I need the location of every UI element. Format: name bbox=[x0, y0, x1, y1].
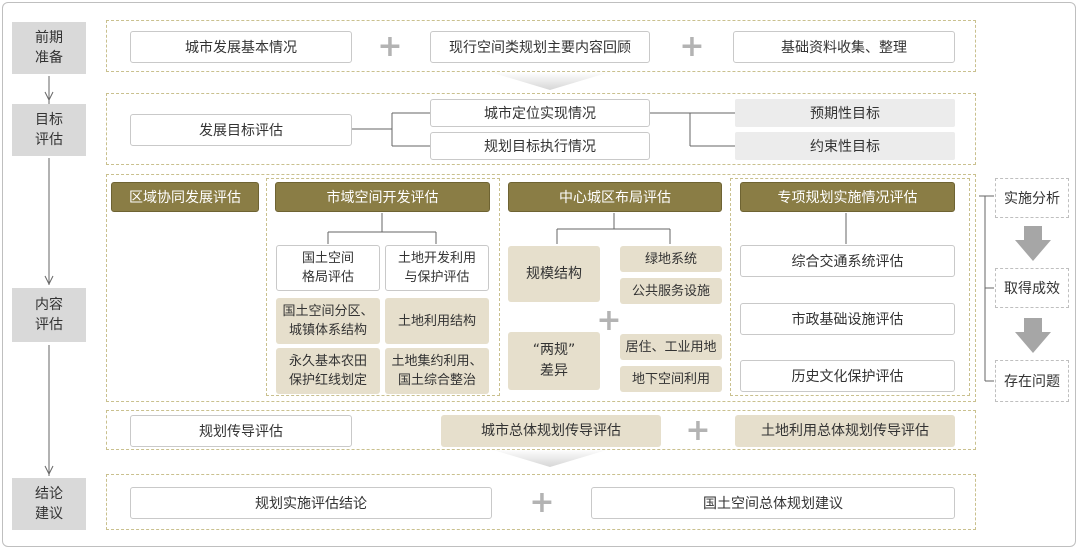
target-mid-positioning: 城市定位实现情况 bbox=[430, 99, 650, 127]
guide-land-plan: 土地利用总体规划传导评估 bbox=[735, 415, 955, 447]
col-special-header: 专项规划实施情况评估 bbox=[740, 182, 955, 212]
phase-target: 目标 评估 bbox=[12, 104, 86, 156]
col3-public-services: 公共服务设施 bbox=[620, 278, 722, 304]
col2-intensive-use: 土地集约利用、 国土综合整治 bbox=[385, 348, 489, 394]
col4-heritage: 历史文化保护评估 bbox=[740, 360, 955, 392]
guide-main: 规划传导评估 bbox=[130, 415, 352, 447]
side-analysis: 实施分析 bbox=[995, 178, 1069, 218]
target-expected: 预期性目标 bbox=[735, 99, 955, 127]
side-achievements: 取得成效 bbox=[995, 268, 1069, 308]
col2-land-structure: 土地利用结构 bbox=[385, 298, 489, 344]
conclusion-section bbox=[106, 474, 976, 530]
col2-spatial-pattern: 国土空间 格局评估 bbox=[276, 245, 380, 291]
side-problems: 存在问题 bbox=[995, 360, 1069, 402]
target-section bbox=[106, 93, 976, 165]
col3-green-space: 绿地系统 bbox=[620, 246, 722, 272]
col4-transport: 综合交通系统评估 bbox=[740, 245, 955, 277]
prep-item-plan-review: 现行空间类规划主要内容回顾 bbox=[430, 31, 650, 63]
target-main: 发展目标评估 bbox=[130, 114, 352, 146]
target-mid-execution: 规划目标执行情况 bbox=[430, 132, 650, 160]
content-col4-panel bbox=[730, 178, 970, 396]
phase-prep: 前期 准备 bbox=[12, 22, 86, 74]
col3-residential-industrial: 居住、工业用地 bbox=[620, 334, 722, 360]
col2-farmland-redline: 永久基本农田 保护红线划定 bbox=[276, 348, 380, 394]
col4-infrastructure: 市政基础设施评估 bbox=[740, 303, 955, 335]
col3-scale-structure: 规模结构 bbox=[508, 246, 600, 302]
plus-icon: + bbox=[685, 413, 711, 448]
col-municipal-header: 市域空间开发评估 bbox=[275, 182, 490, 212]
plus-icon: + bbox=[529, 485, 555, 520]
phase-content: 内容 评估 bbox=[12, 288, 86, 342]
conclusion-evaluation: 规划实施评估结论 bbox=[130, 487, 492, 519]
col-regional-header: 区域协同发展评估 bbox=[111, 182, 259, 212]
prep-item-city-basics: 城市发展基本情况 bbox=[130, 31, 352, 63]
content-col2-panel bbox=[266, 178, 500, 396]
col3-underground: 地下空间利用 bbox=[620, 366, 722, 392]
plus-icon: + bbox=[679, 29, 705, 64]
col2-land-development: 土地开发利用 与保护评估 bbox=[385, 245, 489, 291]
conclusion-suggestion: 国土空间总体规划建议 bbox=[591, 487, 955, 519]
plus-icon: + bbox=[596, 303, 622, 338]
guide-section bbox=[106, 410, 976, 450]
col2-zoning: 国土空间分区、 城镇体系结构 bbox=[276, 298, 380, 344]
prep-section bbox=[106, 20, 976, 72]
col-central-header: 中心城区布局评估 bbox=[508, 182, 722, 212]
guide-city-plan: 城市总体规划传导评估 bbox=[441, 415, 661, 447]
col3-two-plans-diff: “两规” 差异 bbox=[508, 332, 600, 390]
phase-conclusion: 结论 建议 bbox=[12, 478, 86, 530]
prep-item-data-collection: 基础资料收集、整理 bbox=[733, 31, 955, 63]
target-binding: 约束性目标 bbox=[735, 132, 955, 160]
plus-icon: + bbox=[377, 29, 403, 64]
content-section bbox=[106, 174, 976, 402]
